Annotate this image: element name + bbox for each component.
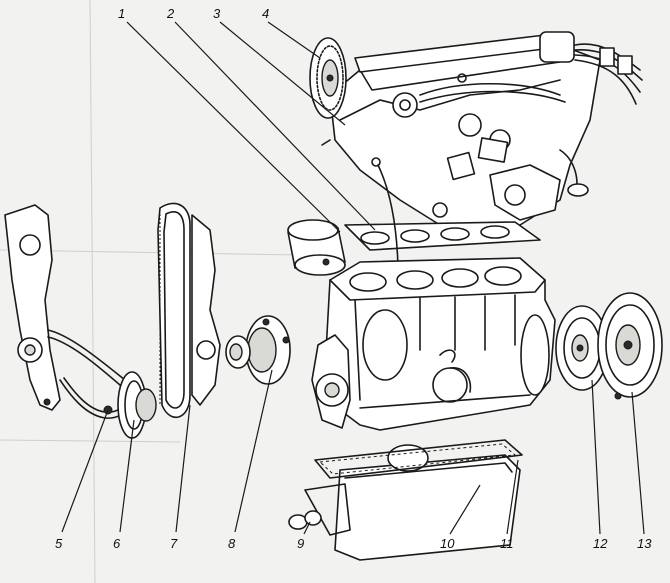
inner-timing-cover (191, 214, 221, 406)
callout-7: 7 (170, 536, 178, 551)
cylinder-block (324, 257, 556, 431)
crankshaft-pulley (103, 371, 157, 439)
head-gasket (344, 221, 541, 251)
sump-gasket (314, 439, 523, 479)
callout-13: 13 (637, 536, 652, 551)
oil-filter (287, 219, 346, 276)
callout-1: 1 (118, 6, 125, 21)
sump-lower-gasket (304, 483, 351, 536)
front-cover-housing (311, 334, 351, 429)
water-pump (225, 315, 291, 385)
callout-8: 8 (228, 536, 236, 551)
oil-sump (334, 444, 521, 561)
callout-6: 6 (113, 536, 121, 551)
clutch-pressure-plate (597, 292, 663, 400)
callout-12: 12 (593, 536, 608, 551)
callout-labels: 1 2 3 4 5 6 7 8 9 10 11 12 13 (55, 6, 652, 551)
timing-belt (157, 202, 191, 419)
cylinder-head (321, 31, 643, 241)
callout-9: 9 (297, 536, 304, 551)
callout-3: 3 (213, 6, 221, 21)
callout-2: 2 (166, 6, 175, 21)
callout-11: 11 (500, 536, 514, 551)
timing-cover (4, 204, 61, 411)
leader-lines (61, 21, 645, 535)
callout-10: 10 (440, 536, 455, 551)
callout-4: 4 (262, 6, 269, 21)
drain-plug (288, 510, 322, 530)
callout-5: 5 (55, 536, 63, 551)
camshaft-pulley (309, 37, 347, 119)
